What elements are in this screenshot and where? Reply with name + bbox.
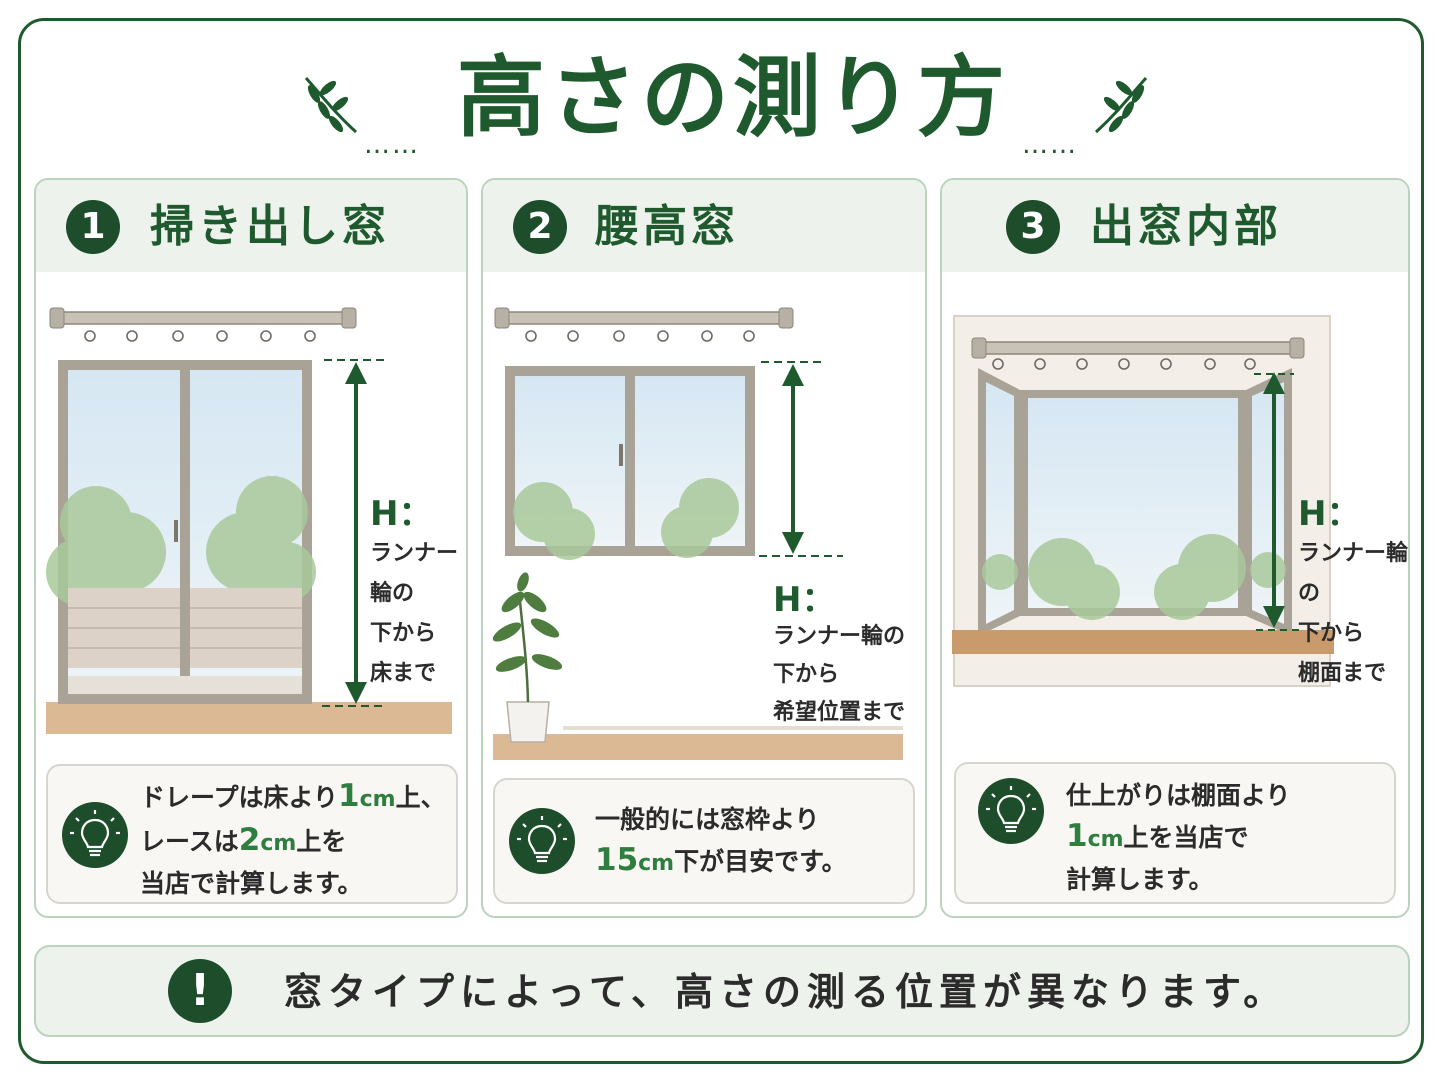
card-number: 1 (66, 200, 120, 254)
note-line-3: 当店で計算します。 (140, 869, 363, 898)
card-header: 3 出窓内部 (942, 180, 1408, 272)
card-title: 腰高窓 (595, 201, 739, 252)
card-header: 1 掃き出し窓 (36, 180, 466, 272)
bottom-note: ! 窓タイプによって、高さの測る位置が異なります。 (34, 945, 1410, 1037)
lightbulb-icon (978, 778, 1044, 844)
note-box: ドレープは床より1cm上、 レースは2cm上を 当店で計算します。 (46, 764, 458, 904)
window-illustration (46, 307, 452, 734)
card-bay-window: 3 出窓内部 (940, 178, 1410, 918)
lightbulb-icon (509, 808, 575, 874)
height-label: H： (773, 580, 836, 620)
height-line: ランナー輪の (370, 541, 459, 606)
card-title: 掃き出し窓 (150, 201, 390, 252)
page-title: 高さの測り方 (456, 46, 1009, 149)
note-box: 一般的には窓枠より 15cm下が目安です。 (493, 778, 915, 904)
note-line-2: 15cm下が目安です。 (595, 842, 847, 878)
height-line: ランナー輪の (1298, 541, 1409, 606)
card-number: 3 (1006, 200, 1060, 254)
height-description: ランナー輪の 下から 希望位置まで (773, 618, 905, 732)
height-label: H： (1298, 494, 1361, 534)
height-line: 床まで (370, 661, 437, 686)
note-line-2: レースは2cm上を (140, 822, 347, 858)
note-box: 仕上がりは棚面より 1cm上を当店で 計算します。 (954, 762, 1396, 904)
height-description: ランナー輪の 下から 床まで (370, 534, 466, 694)
window-illustration (952, 315, 1334, 687)
height-line: 下から (773, 662, 840, 687)
exclamation-icon: ! (168, 959, 232, 1023)
height-label: H： (370, 494, 433, 534)
card-sweep-window: 1 掃き出し窓 (34, 178, 468, 918)
card-title: 出窓内部 (1090, 201, 1282, 252)
note-text: 仕上がりは棚面より 1cm上を当店で 計算します。 (1066, 776, 1291, 900)
window-illustration (492, 307, 903, 760)
note-line-1: 仕上がりは棚面より (1066, 781, 1291, 810)
height-description: ランナー輪の 下から 棚面まで (1298, 534, 1408, 694)
note-line-1: 一般的には窓枠より (595, 805, 820, 834)
height-line: 下から (370, 621, 437, 646)
note-text: ドレープは床より1cm上、 レースは2cm上を 当店で計算します。 (140, 776, 446, 904)
height-line: 希望位置まで (773, 700, 906, 725)
leaf-sprig-icon (1094, 77, 1148, 134)
note-line-3: 計算します。 (1066, 865, 1214, 894)
card-waist-window: 2 腰高窓 (481, 178, 927, 918)
height-line: 下から (1298, 621, 1365, 646)
plant-icon (492, 572, 563, 743)
card-header: 2 腰高窓 (483, 180, 925, 272)
lightbulb-icon (62, 802, 128, 868)
note-line-1: ドレープは床より1cm上、 (140, 778, 446, 814)
title-area: …… 高さの測り方 …… (0, 46, 1448, 160)
height-line: 棚面まで (1298, 661, 1387, 686)
note-line-2: 1cm上を当店で (1066, 818, 1249, 854)
note-text: 一般的には窓枠より 15cm下が目安です。 (595, 800, 847, 884)
leaf-sprig-icon (304, 77, 358, 134)
title-dots-left: …… (364, 130, 420, 160)
title-dots-right: …… (1022, 130, 1078, 160)
card-number: 2 (513, 200, 567, 254)
bottom-note-text: 窓タイプによって、高さの測る位置が異なります。 (284, 970, 1288, 1014)
height-line: ランナー輪の (773, 624, 906, 649)
